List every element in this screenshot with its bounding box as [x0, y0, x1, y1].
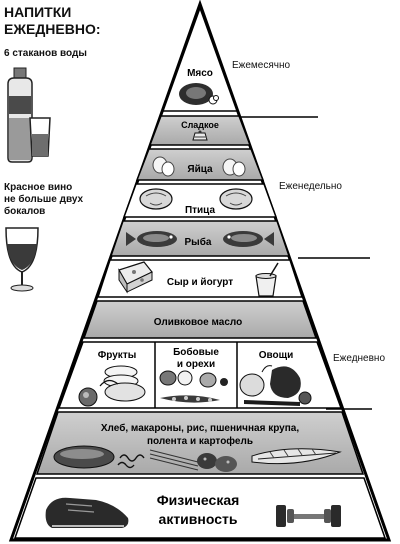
fish-label: Рыба [185, 236, 212, 248]
pasta-icon [117, 449, 199, 471]
wine-glass-icon [5, 227, 39, 292]
water-glass-icon [29, 117, 51, 157]
dumbbell-icon [276, 505, 341, 527]
tier-eggs: Яйца [135, 148, 265, 181]
legumes-label-line1: Бобовые [173, 346, 219, 358]
drinks-heading: НАПИТКИ ЕЖЕДНЕВНО: [4, 4, 101, 38]
poultry-label: Птица [185, 205, 216, 216]
drinks-heading-line2: ЕЖЕДНЕВНО: [4, 21, 101, 37]
sweets-label: Сладкое [181, 120, 219, 130]
fish-icon [126, 231, 274, 247]
olive-oil-label: Оливковое масло [154, 317, 242, 328]
meat-label: Мясо [187, 68, 213, 79]
eggs-icon [152, 156, 246, 177]
frequency-monthly: Ежемесячно [232, 60, 291, 71]
wheat-icon [251, 448, 342, 465]
cheese-yogurt-label: Сыр и йогурт [167, 277, 233, 288]
tier-fish: Рыба [109, 220, 291, 257]
activity-label-line1: Физическая [157, 492, 240, 508]
roast-chicken-icon [139, 188, 253, 210]
tier-olive-oil: Оливковое масло [82, 300, 318, 339]
sneaker-icon [45, 497, 129, 528]
bread-icon [53, 445, 115, 469]
fruits-label: Фрукты [98, 350, 137, 361]
eggs-label: Яйца [187, 164, 213, 175]
water-label: 6 стаканов воды [4, 48, 87, 59]
wine-label: Красное вино не больше двух бокалов [4, 182, 84, 217]
tier-cheese-yogurt: Сыр и йогурт [96, 259, 304, 298]
drinks-heading-line1: НАПИТКИ [4, 4, 72, 20]
meat-icon [179, 83, 219, 105]
cheese-icon [118, 261, 153, 294]
frequency-daily: Ежедневно [333, 353, 386, 364]
tier-meat: Мясо [161, 5, 239, 112]
vegetables-icon [239, 365, 312, 406]
yogurt-cup-icon [255, 262, 279, 297]
fruits-icon [78, 365, 146, 407]
water-bottle-icon [7, 67, 33, 163]
legumes-label-line2: и орехи [177, 359, 215, 370]
tier-fruits-legumes-vegetables: Фрукты Бобовые и орехи Овощи [57, 341, 343, 409]
grains-label-line2: полента и картофель [147, 435, 253, 447]
grains-label-line1: Хлеб, макароны, рис, пшеничная крупа, [101, 422, 299, 434]
tier-poultry: Птица [122, 183, 278, 218]
legumes-nuts-icon [159, 370, 228, 403]
tier-sweets: Сладкое [148, 115, 252, 146]
tier-grains: Хлеб, макароны, рис, пшеничная крупа, по… [35, 411, 365, 475]
activity-label-line2: активность [159, 511, 238, 527]
vegetables-label: Овощи [259, 350, 294, 361]
potatoes-icon [197, 453, 237, 472]
cake-icon [192, 130, 208, 141]
frequency-weekly: Еженедельно [279, 181, 342, 192]
tier-physical-activity: Физическая активность [13, 477, 387, 539]
